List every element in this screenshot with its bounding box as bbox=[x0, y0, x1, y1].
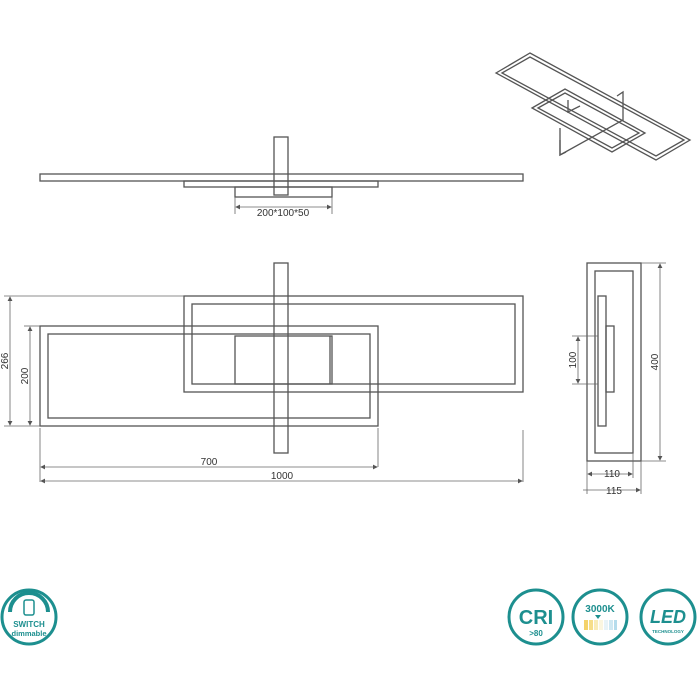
dimmer-arc-icon bbox=[8, 591, 50, 613]
svg-text:CRI: CRI bbox=[519, 607, 553, 629]
total-height-label: 266 bbox=[0, 352, 11, 369]
svg-text:>80: >80 bbox=[529, 629, 543, 638]
svg-text:dimmable: dimmable bbox=[11, 629, 46, 638]
hand-switch-icon bbox=[23, 599, 35, 616]
color-temperature-badge: 3000K bbox=[571, 588, 629, 646]
depth-total-label: 115 bbox=[606, 486, 622, 497]
cri-badge: CRI >80 bbox=[507, 588, 565, 646]
svg-text:SWITCH: SWITCH bbox=[13, 620, 45, 629]
front-view: 266 200 700 1000 bbox=[0, 262, 524, 484]
total-width-label: 1000 bbox=[271, 471, 294, 482]
color-scale-icon bbox=[584, 620, 617, 630]
elevation-view: 200*100*50 bbox=[39, 136, 524, 219]
frame-width-label: 700 bbox=[201, 457, 218, 468]
svg-text:3000K: 3000K bbox=[585, 604, 615, 615]
led-technology-badge: LED TECHNOLOGY bbox=[639, 588, 697, 646]
svg-text:TECHNOLOGY: TECHNOLOGY bbox=[652, 629, 684, 634]
frame-height-label: 200 bbox=[20, 367, 31, 384]
isometric-view bbox=[494, 52, 692, 161]
side-height-label: 400 bbox=[650, 353, 661, 370]
switch-dimmable-badge: SWITCH dimmable bbox=[0, 588, 58, 646]
side-view: 400 100 110 115 bbox=[568, 262, 666, 497]
depth-inner-label: 110 bbox=[604, 469, 620, 480]
svg-text:LED: LED bbox=[650, 607, 686, 627]
side-inner-label: 100 bbox=[568, 351, 579, 368]
box-dimension-label: 200*100*50 bbox=[257, 208, 310, 219]
